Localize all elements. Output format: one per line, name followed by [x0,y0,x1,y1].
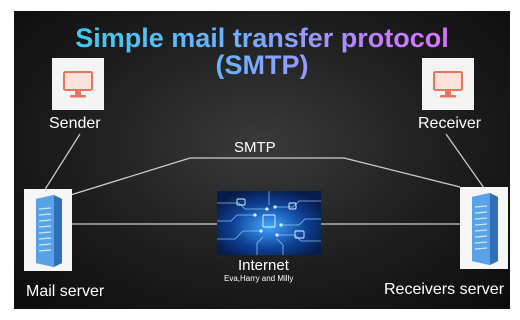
internet-caption: Eva,Harry and Milly [224,274,294,283]
smtp-label: SMTP [234,139,276,156]
receiver-computer-icon [422,58,474,110]
receivers-server-label: Receivers server [384,281,505,298]
receivers-server-icon [460,187,508,269]
receiver-to-receiversserver-line [445,133,485,189]
mail-server-label: Mail server [26,283,105,300]
mail-server-icon [24,189,72,271]
diagram-canvas: Simple mail transfer protocol (SMTP) Sen… [14,11,510,309]
internet-circuit-image [217,191,321,255]
internet-label: Internet [238,257,289,274]
sender-computer-icon [52,58,104,110]
receiver-label: Receiver [418,115,482,132]
sender-to-mailserver-line [43,133,81,192]
smtp-link-line [63,157,461,198]
sender-label: Sender [49,115,101,132]
connector-lines [43,133,485,225]
